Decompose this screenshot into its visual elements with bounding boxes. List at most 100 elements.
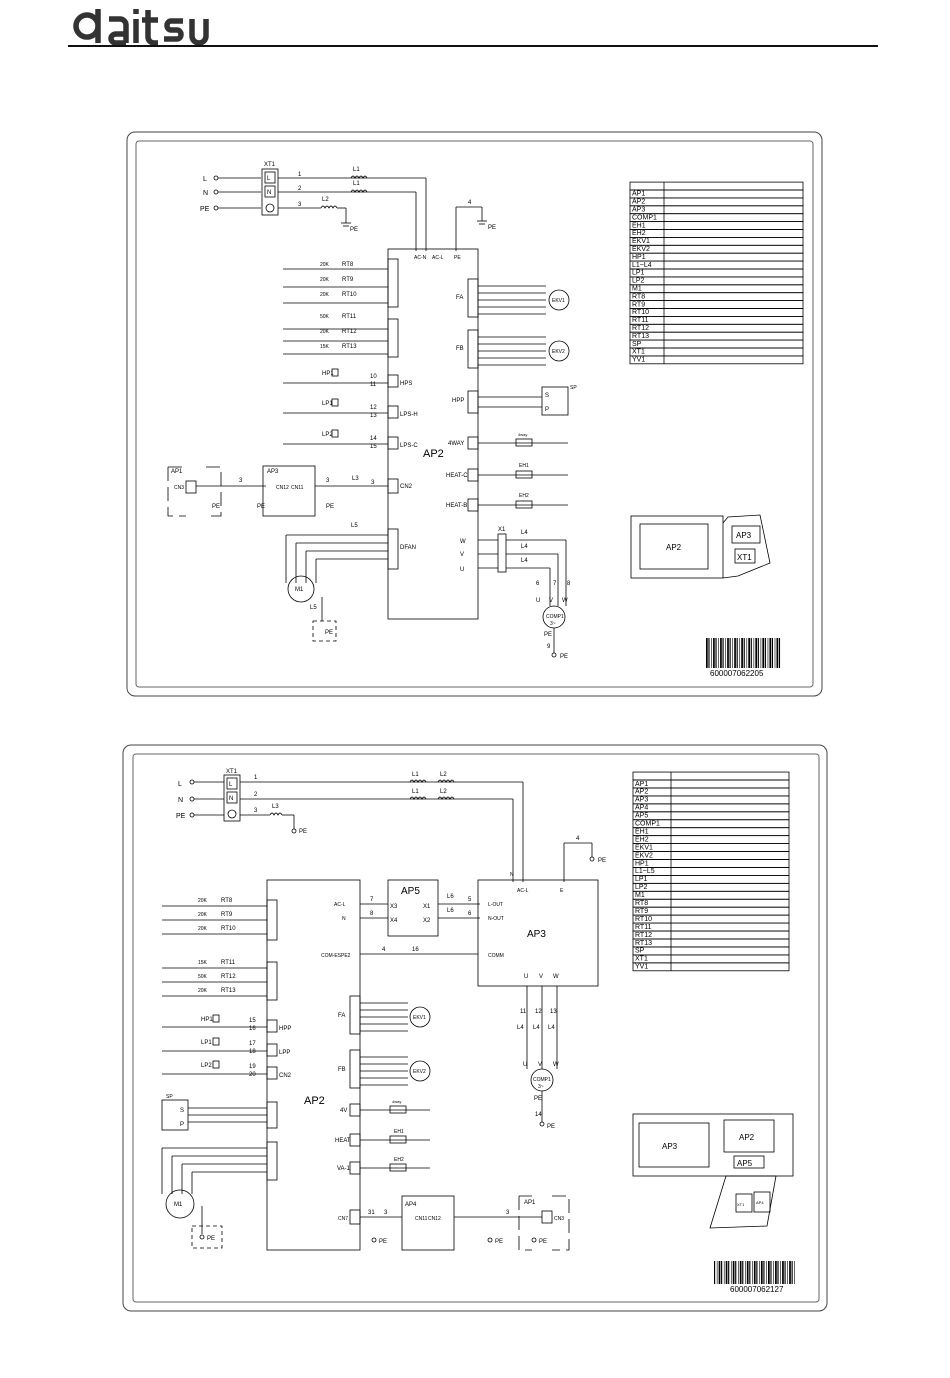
reactor-l1b: L1 <box>353 181 360 187</box>
legend-item: RT13 <box>632 333 649 340</box>
svg-text:4: 4 <box>576 836 580 842</box>
svg-text:PE: PE <box>325 630 333 636</box>
svg-text:W: W <box>460 539 466 545</box>
svg-text:PE: PE <box>547 1124 555 1130</box>
legend-item: AP5 <box>635 813 648 820</box>
legend-item: EH2 <box>635 836 649 843</box>
svg-text:LPS-H: LPS-H <box>400 412 418 418</box>
svg-text:20K: 20K <box>198 912 208 918</box>
barcode-bar <box>770 1261 772 1284</box>
legend-item: XT1 <box>632 349 645 356</box>
svg-text:EH1: EH1 <box>394 1129 404 1135</box>
brand-logo: daitsu <box>73 9 209 46</box>
barcode-bar <box>789 1261 791 1284</box>
barcode-bar <box>734 638 736 668</box>
barcode-bar <box>768 1261 770 1284</box>
svg-text:FA: FA <box>338 1013 345 1019</box>
svg-text:PE: PE <box>379 1239 387 1245</box>
barcode-bar <box>775 1261 777 1284</box>
legend-item: AP1 <box>635 781 648 788</box>
barcode-bar <box>729 638 731 668</box>
svg-text:RT8: RT8 <box>342 262 354 268</box>
legend-row <box>632 962 790 972</box>
svg-text:15: 15 <box>370 444 377 450</box>
svg-text:EKV1: EKV1 <box>552 298 565 304</box>
svg-text:3: 3 <box>298 202 302 208</box>
svg-text:LP1: LP1 <box>201 1040 212 1046</box>
svg-text:FA: FA <box>456 295 463 301</box>
legend-table-1: AP1AP2AP3COMP1EH1EH2EKV1EKV2HP1L1~L4LP1L… <box>629 181 804 365</box>
svg-text:16: 16 <box>412 947 419 953</box>
svg-text:L2: L2 <box>440 772 447 778</box>
svg-text:PE: PE <box>207 1236 215 1242</box>
svg-text:P: P <box>180 1122 184 1128</box>
svg-text:M1: M1 <box>174 1202 183 1208</box>
svg-text:3: 3 <box>254 808 258 814</box>
legend-item: EKV2 <box>635 852 653 859</box>
legend-item: RT13 <box>635 940 652 947</box>
barcode-bar <box>739 1261 742 1284</box>
svg-text:L3: L3 <box>352 476 359 482</box>
svg-text:V: V <box>538 1062 542 1068</box>
svg-text:AP5: AP5 <box>401 886 420 897</box>
svg-text:15K: 15K <box>198 960 208 966</box>
svg-text:11: 11 <box>520 1009 527 1015</box>
svg-text:CN2: CN2 <box>400 484 413 490</box>
legend-item: SP <box>635 948 645 955</box>
barcode-bar <box>777 1261 779 1284</box>
legend-item: RT11 <box>632 317 649 324</box>
svg-text:20K: 20K <box>198 898 208 904</box>
svg-text:AP5: AP5 <box>737 1159 753 1168</box>
svg-text:HP1: HP1 <box>322 371 334 377</box>
svg-text:S: S <box>545 393 549 399</box>
header-rule <box>68 45 878 47</box>
svg-text:15K: 15K <box>320 344 330 350</box>
svg-text:CN12: CN12 <box>276 485 289 491</box>
svg-text:3: 3 <box>384 1210 388 1216</box>
barcode-bar <box>749 1261 751 1284</box>
svg-text:L: L <box>178 781 182 788</box>
svg-text:2: 2 <box>298 186 302 192</box>
legend-item: RT11 <box>635 924 652 931</box>
barcode-bar <box>769 638 772 668</box>
svg-text:4way: 4way <box>392 1099 401 1104</box>
svg-text:HP1: HP1 <box>201 1017 213 1023</box>
svg-text:RT10: RT10 <box>221 926 236 932</box>
svg-text:AC-N: AC-N <box>414 255 427 261</box>
legend-item: RT9 <box>632 301 645 308</box>
barcode-bar <box>720 638 722 668</box>
layout-sketch-2: AP3 AP2 AP5 XT1 AP4 <box>632 1113 794 1229</box>
svg-text:AP3: AP3 <box>527 929 546 940</box>
svg-text:AP4: AP4 <box>405 1202 417 1208</box>
svg-text:PE: PE <box>326 504 334 510</box>
svg-text:PE: PE <box>212 504 220 510</box>
svg-text:N: N <box>510 872 514 878</box>
barcode-bar <box>752 1261 753 1284</box>
svg-text:L4: L4 <box>548 1025 555 1031</box>
barcode-bar <box>763 1261 765 1284</box>
barcode-bar <box>771 638 773 668</box>
legend-item: L1~L4 <box>632 262 652 269</box>
svg-text:LP2: LP2 <box>201 1063 212 1069</box>
svg-text:X3: X3 <box>390 904 398 910</box>
barcode-bar <box>766 1261 767 1284</box>
legend-item: M1 <box>635 892 645 899</box>
svg-text:HEAT: HEAT <box>335 1138 351 1144</box>
svg-text:PE: PE <box>539 1239 547 1245</box>
svg-text:2: 2 <box>254 792 258 798</box>
supply-pe: PE <box>200 206 210 213</box>
barcode-bar <box>727 638 729 668</box>
svg-text:RT11: RT11 <box>342 314 357 320</box>
legend-item: HP1 <box>632 254 646 261</box>
legend-item: EKV2 <box>632 246 650 253</box>
svg-text:18: 18 <box>249 1049 256 1055</box>
svg-text:AC-L: AC-L <box>334 902 346 908</box>
svg-text:AC-L: AC-L <box>517 888 529 894</box>
svg-text:AP2: AP2 <box>304 1095 325 1107</box>
legend-item: LP2 <box>635 884 648 891</box>
svg-text:PE: PE <box>598 858 606 864</box>
barcode-bar <box>745 1261 746 1284</box>
svg-text:EKV1: EKV1 <box>413 1015 426 1021</box>
barcode-bar <box>794 1261 795 1284</box>
board-ap2-label: AP2 <box>423 448 444 460</box>
